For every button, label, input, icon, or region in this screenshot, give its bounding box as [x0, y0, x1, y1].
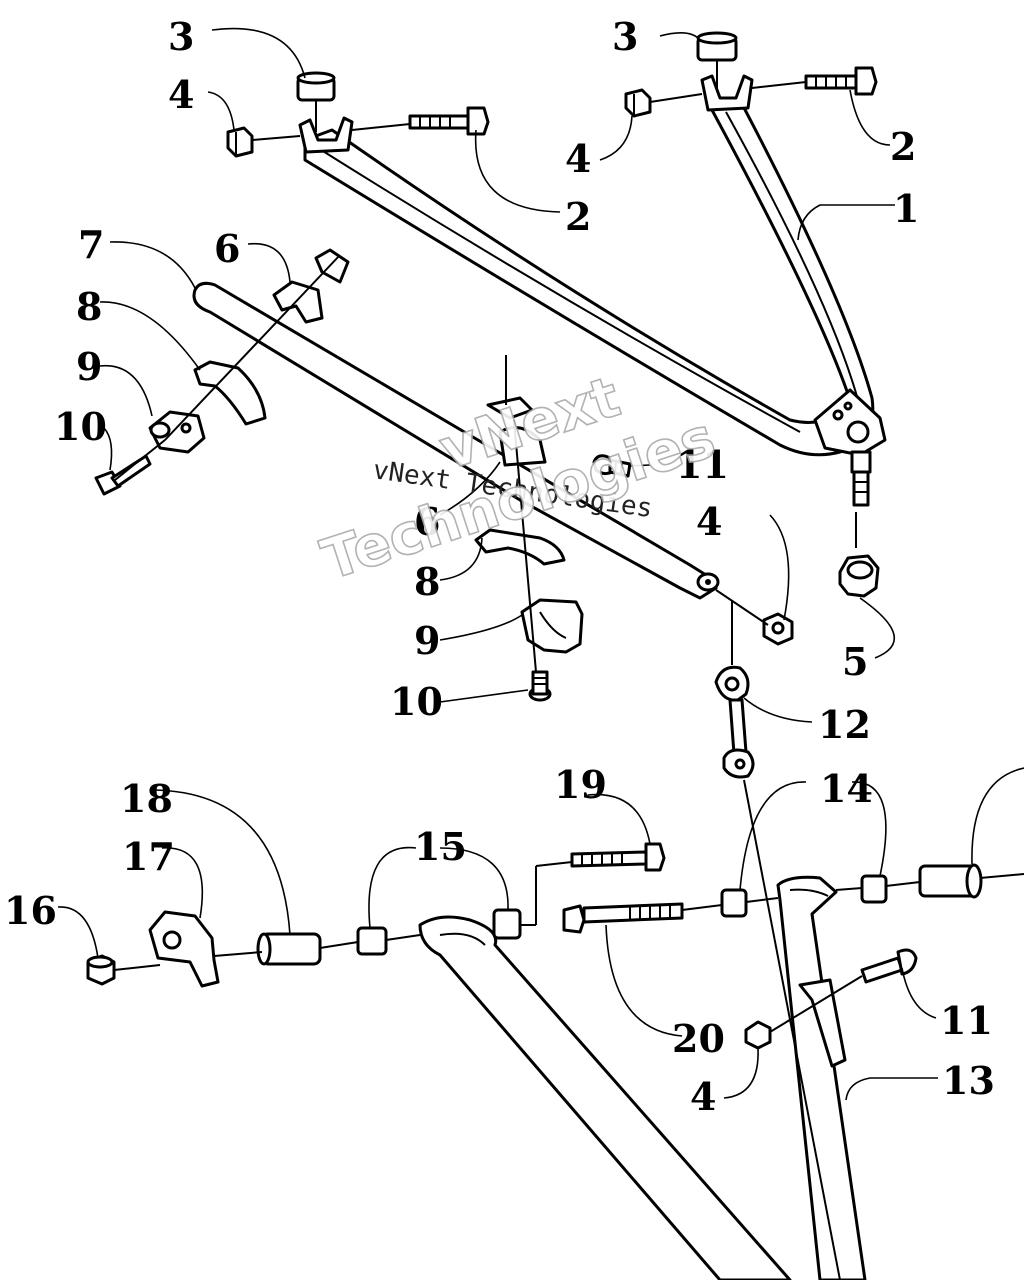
callout-4-lower: 4 [690, 1074, 716, 1119]
screw-11-upper [592, 454, 632, 478]
callout-19: 19 [554, 762, 607, 807]
clamp-6-lower [486, 396, 547, 467]
screw-10-upper [94, 454, 152, 496]
callout-11-lower: 11 [940, 998, 993, 1043]
callout-11-upper: 11 [676, 442, 729, 487]
screw-10-lower [528, 670, 552, 702]
callout-20: 20 [672, 1016, 725, 1061]
callout-4-upper-right: 4 [565, 136, 591, 181]
callout-7: 7 [78, 222, 104, 267]
callout-3-left: 3 [168, 14, 194, 59]
upper-a-arm [298, 74, 887, 507]
link-12 [714, 665, 755, 779]
nut-5 [838, 554, 880, 598]
clamp-6-upper [272, 248, 350, 324]
nut-4-upper-left [226, 126, 254, 158]
callout-2-left: 2 [565, 194, 591, 239]
callout-18: 18 [120, 776, 173, 821]
bushing-3-right [696, 31, 738, 62]
sway-bar [192, 281, 720, 600]
callout-8-lower: 8 [414, 559, 440, 604]
callout-4-mid: 4 [696, 499, 722, 544]
bolt-20 [562, 902, 684, 934]
bushing-3-left [296, 71, 336, 102]
callout-6-upper: 6 [214, 226, 240, 271]
leader-lines [57, 27, 1024, 1101]
sleeve-right-edge [918, 863, 983, 899]
bolt-19 [570, 842, 666, 872]
callout-9-lower: 9 [414, 618, 440, 663]
callout-3-right: 3 [612, 14, 638, 59]
callout-13: 13 [942, 1058, 995, 1103]
bushing-14-left [720, 888, 748, 918]
nut-4-upper-right [624, 88, 652, 118]
callout-8-upper: 8 [76, 284, 102, 329]
callout-17: 17 [122, 834, 175, 879]
sleeve-18 [256, 932, 322, 966]
bushing-15-left [356, 926, 388, 956]
callout-1: 1 [893, 186, 919, 231]
callout-2-right: 2 [890, 124, 916, 169]
callout-4-upper-left: 4 [168, 72, 194, 117]
callout-9-upper: 9 [76, 344, 102, 389]
callout-10-lower: 10 [390, 679, 443, 724]
callout-15: 15 [414, 824, 467, 869]
nut-4-lower [744, 1020, 772, 1050]
callout-5: 5 [842, 639, 868, 684]
bushing-15-right [492, 908, 522, 940]
callout-6-lower: 6 [414, 499, 440, 544]
callout-12: 12 [818, 702, 871, 747]
lower-a-arm [418, 875, 867, 1280]
callout-10-upper: 10 [54, 404, 107, 449]
screw-11-lower [860, 948, 918, 984]
callout-16: 16 [4, 888, 57, 933]
bracket-8-upper [193, 360, 267, 426]
nut-4-mid [762, 612, 794, 646]
bracket-8-lower [474, 528, 566, 566]
callout-labels: 3 4 2 3 4 2 1 7 6 8 9 10 11 4 6 8 9 10 5… [4, 14, 995, 1119]
bolt-2-right [804, 66, 878, 96]
nut-16 [86, 954, 116, 986]
bracket-17 [148, 910, 220, 988]
callout-14: 14 [820, 766, 873, 811]
bushing-14-right [860, 874, 888, 904]
